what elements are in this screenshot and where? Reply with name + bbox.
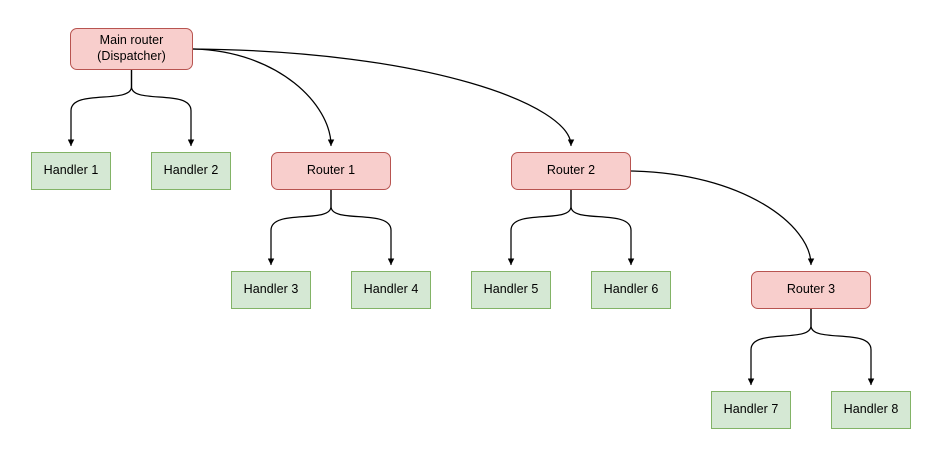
node-label: Handler 7	[723, 402, 779, 417]
node-handler-8[interactable]: Handler 8	[831, 391, 911, 429]
edge-router-1-to-handler-4	[330, 189, 395, 266]
edge-router-2-to-router-3	[630, 170, 815, 266]
node-label: Handler 6	[603, 282, 659, 297]
edge-main-router-to-handler-1	[67, 69, 133, 147]
edge-main-router-to-router-1	[192, 48, 335, 147]
node-router-3[interactable]: Router 3	[751, 271, 871, 309]
node-handler-5[interactable]: Handler 5	[471, 271, 551, 309]
node-router-1[interactable]: Router 1	[271, 152, 391, 190]
node-handler-2[interactable]: Handler 2	[151, 152, 231, 190]
node-label: Handler 8	[843, 402, 899, 417]
node-handler-7[interactable]: Handler 7	[711, 391, 791, 429]
node-label: Router 2	[546, 163, 596, 178]
node-main-router[interactable]: Main router (Dispatcher)	[70, 28, 193, 70]
node-handler-3[interactable]: Handler 3	[231, 271, 311, 309]
node-label: Handler 2	[163, 163, 219, 178]
edge-router-3-to-handler-8	[810, 308, 875, 386]
edge-router-2-to-handler-6	[570, 189, 635, 266]
edge-main-router-to-router-2	[192, 48, 575, 147]
node-label: Handler 5	[483, 282, 539, 297]
edge-router-1-to-handler-3	[267, 189, 332, 266]
node-handler-6[interactable]: Handler 6	[591, 271, 671, 309]
node-handler-1[interactable]: Handler 1	[31, 152, 111, 190]
node-label: Router 1	[306, 163, 356, 178]
node-label: Router 3	[786, 282, 836, 297]
node-label: Handler 1	[43, 163, 99, 178]
node-label: Handler 3	[243, 282, 299, 297]
node-handler-4[interactable]: Handler 4	[351, 271, 431, 309]
node-label: Main router (Dispatcher)	[97, 33, 166, 63]
edge-router-2-to-handler-5	[507, 189, 572, 266]
edge-router-3-to-handler-7	[747, 308, 812, 386]
node-label: Handler 4	[363, 282, 419, 297]
node-router-2[interactable]: Router 2	[511, 152, 631, 190]
edge-main-router-to-handler-2	[130, 69, 195, 147]
